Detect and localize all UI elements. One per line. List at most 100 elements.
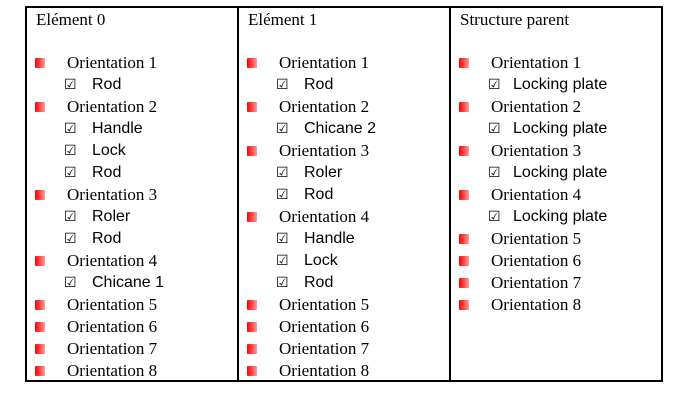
red-square-bullet-icon (247, 212, 257, 222)
component-label: Handle (304, 230, 355, 247)
component-item: ☑Rod (27, 75, 237, 95)
orientation-label: Orientation 4 (67, 251, 158, 270)
component-label: Chicane 1 (92, 274, 165, 291)
orientation-item: Orientation 8 (451, 295, 661, 315)
red-square-bullet-icon (35, 190, 45, 200)
red-square-bullet-icon (35, 256, 45, 266)
orientation-item: Orientation 2 (239, 97, 449, 117)
component-label: Lock (92, 142, 126, 159)
checked-checkbox-icon: ☑ (64, 231, 77, 247)
orientation-item: Orientation 2 (27, 97, 237, 117)
checked-checkbox-icon: ☑ (64, 165, 77, 181)
orientation-item: Orientation 1 (239, 53, 449, 73)
red-square-bullet-icon (35, 102, 45, 112)
component-item: ☑ Chicane 2 (239, 119, 449, 139)
checked-checkbox-icon: ☑ (64, 121, 77, 137)
component-item: ☑ Lock (239, 251, 449, 271)
orientation-item: Orientation 8 (27, 361, 237, 381)
checked-checkbox-icon: ☑ (488, 165, 501, 181)
component-label: Locking plate (513, 76, 608, 93)
red-square-bullet-icon (35, 58, 45, 68)
checked-checkbox-icon: ☑ (276, 275, 289, 291)
component-label: Roler (304, 164, 343, 181)
orientation-label: Orientation 6 (279, 317, 370, 336)
column-structure-parent: Structure parent Orientation 1☑Locking p… (451, 8, 661, 380)
component-label: Rod (304, 274, 334, 291)
orientation-label: Orientation 5 (279, 295, 370, 314)
orientation-item: Orientation 3 (451, 141, 661, 161)
red-square-bullet-icon (247, 58, 257, 68)
component-item: ☑Locking plate (451, 207, 661, 227)
red-square-bullet-icon (35, 344, 45, 354)
component-item: ☑ Rod (27, 163, 237, 183)
orientation-item: Orientation 5 (451, 229, 661, 249)
component-item: ☑ Rod (239, 273, 449, 293)
red-square-bullet-icon (459, 256, 469, 266)
checked-checkbox-icon: ☑ (488, 77, 501, 93)
orientation-label: Orientation 6 (491, 251, 582, 270)
component-label: Rod (92, 76, 122, 93)
component-label: Roler (92, 208, 131, 225)
orientation-item: Orientation 6 (27, 317, 237, 337)
orientation-label: Orientation 5 (491, 229, 582, 248)
checked-checkbox-icon: ☑ (64, 143, 77, 159)
red-square-bullet-icon (459, 146, 469, 156)
orientation-item: Orientation 1 (27, 53, 237, 73)
component-item: ☑Rod (239, 75, 449, 95)
component-label: Rod (304, 76, 334, 93)
component-label: Rod (304, 186, 334, 203)
checked-checkbox-icon: ☑ (488, 121, 501, 137)
orientation-label: Orientation 3 (491, 141, 582, 160)
red-square-bullet-icon (459, 278, 469, 288)
orientation-item: Orientation 5 (27, 295, 237, 315)
red-square-bullet-icon (35, 322, 45, 332)
red-square-bullet-icon (459, 234, 469, 244)
orientation-label: Orientation 2 (67, 97, 158, 116)
orientation-label: Orientation 2 (279, 97, 370, 116)
component-item: ☑Rod (27, 229, 237, 249)
orientation-label: Orientation 7 (67, 339, 158, 358)
component-label: Rod (92, 164, 122, 181)
component-label: Locking plate (513, 208, 608, 225)
orientation-item: Orientation 3 (239, 141, 449, 161)
red-square-bullet-icon (247, 102, 257, 112)
orientation-label: Orientation 6 (67, 317, 158, 336)
checked-checkbox-icon: ☑ (276, 253, 289, 269)
orientation-label: Orientation 5 (67, 295, 158, 314)
component-item: ☑ Locking plate (451, 75, 661, 95)
red-square-bullet-icon (247, 322, 257, 332)
orientation-item: Orientation 6 (451, 251, 661, 271)
column-header: Elément 1 (248, 10, 318, 29)
orientation-label: Orientation 4 (279, 207, 370, 226)
component-label: Chicane 2 (304, 120, 377, 137)
column-header: Elément 0 (36, 10, 106, 29)
component-item: ☑ Handle (27, 119, 237, 139)
orientation-item: Orientation 7 (239, 339, 449, 359)
orientation-label: Orientation 7 (491, 273, 582, 292)
red-square-bullet-icon (35, 300, 45, 310)
component-label: Handle (92, 120, 143, 137)
checked-checkbox-icon: ☑ (276, 121, 289, 137)
component-item: ☑Roler (239, 163, 449, 183)
red-square-bullet-icon (459, 190, 469, 200)
orientation-label: Orientation 8 (279, 361, 370, 380)
component-item: ☑Locking plate (451, 163, 661, 183)
orientation-label: Orientation 3 (279, 141, 370, 160)
component-label: Lock (304, 252, 338, 269)
orientation-label: Orientation 1 (67, 53, 158, 72)
component-item: ☑ Lock (27, 141, 237, 161)
red-square-bullet-icon (247, 366, 257, 376)
component-label: Locking plate (513, 120, 608, 137)
component-item: ☑Handle (239, 229, 449, 249)
orientation-item: Orientation 1 (451, 53, 661, 73)
checked-checkbox-icon: ☑ (64, 209, 77, 225)
orientation-item: Orientation 6 (239, 317, 449, 337)
orientation-label: Orientation 4 (491, 185, 582, 204)
red-square-bullet-icon (247, 344, 257, 354)
orientation-item: Orientation 2 (451, 97, 661, 117)
orientation-label: Orientation 7 (279, 339, 370, 358)
orientation-item: Orientation 4 (239, 207, 449, 227)
orientation-item: Orientation 4 (451, 185, 661, 205)
